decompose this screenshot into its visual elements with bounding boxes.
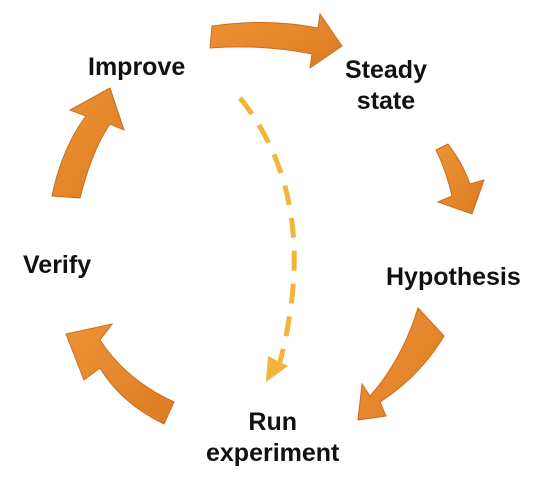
stage-run-experiment-line2: experiment	[206, 439, 340, 467]
stage-label-hypothesis: Hypothesis	[386, 262, 521, 293]
arrow-improve-to-steady-state	[209, 12, 343, 70]
stage-steady-state-line1: Steady	[345, 56, 427, 84]
dashed-arrow-improve-to-run-experiment	[238, 96, 297, 363]
stage-label-improve: Improve	[88, 52, 185, 83]
dashed-arrow-head	[266, 356, 288, 382]
arrow-steady-state-to-hypothesis	[435, 143, 485, 215]
stage-run-experiment-line1: Run	[248, 408, 297, 436]
arrow-verify-to-improve	[51, 87, 125, 199]
stage-label-verify: Verify	[23, 250, 91, 281]
stage-improve-text: Improve	[88, 53, 186, 81]
stage-label-run-experiment: Run experiment	[206, 407, 339, 469]
arrow-run-experiment-to-verify	[65, 323, 175, 425]
stage-steady-state-line2: state	[356, 87, 416, 115]
stage-label-steady-state: Steady state	[345, 55, 427, 117]
arrow-hypothesis-to-run-experiment	[357, 307, 445, 421]
stage-verify-text: Verify	[23, 251, 92, 279]
stage-hypothesis-text: Hypothesis	[386, 263, 521, 291]
